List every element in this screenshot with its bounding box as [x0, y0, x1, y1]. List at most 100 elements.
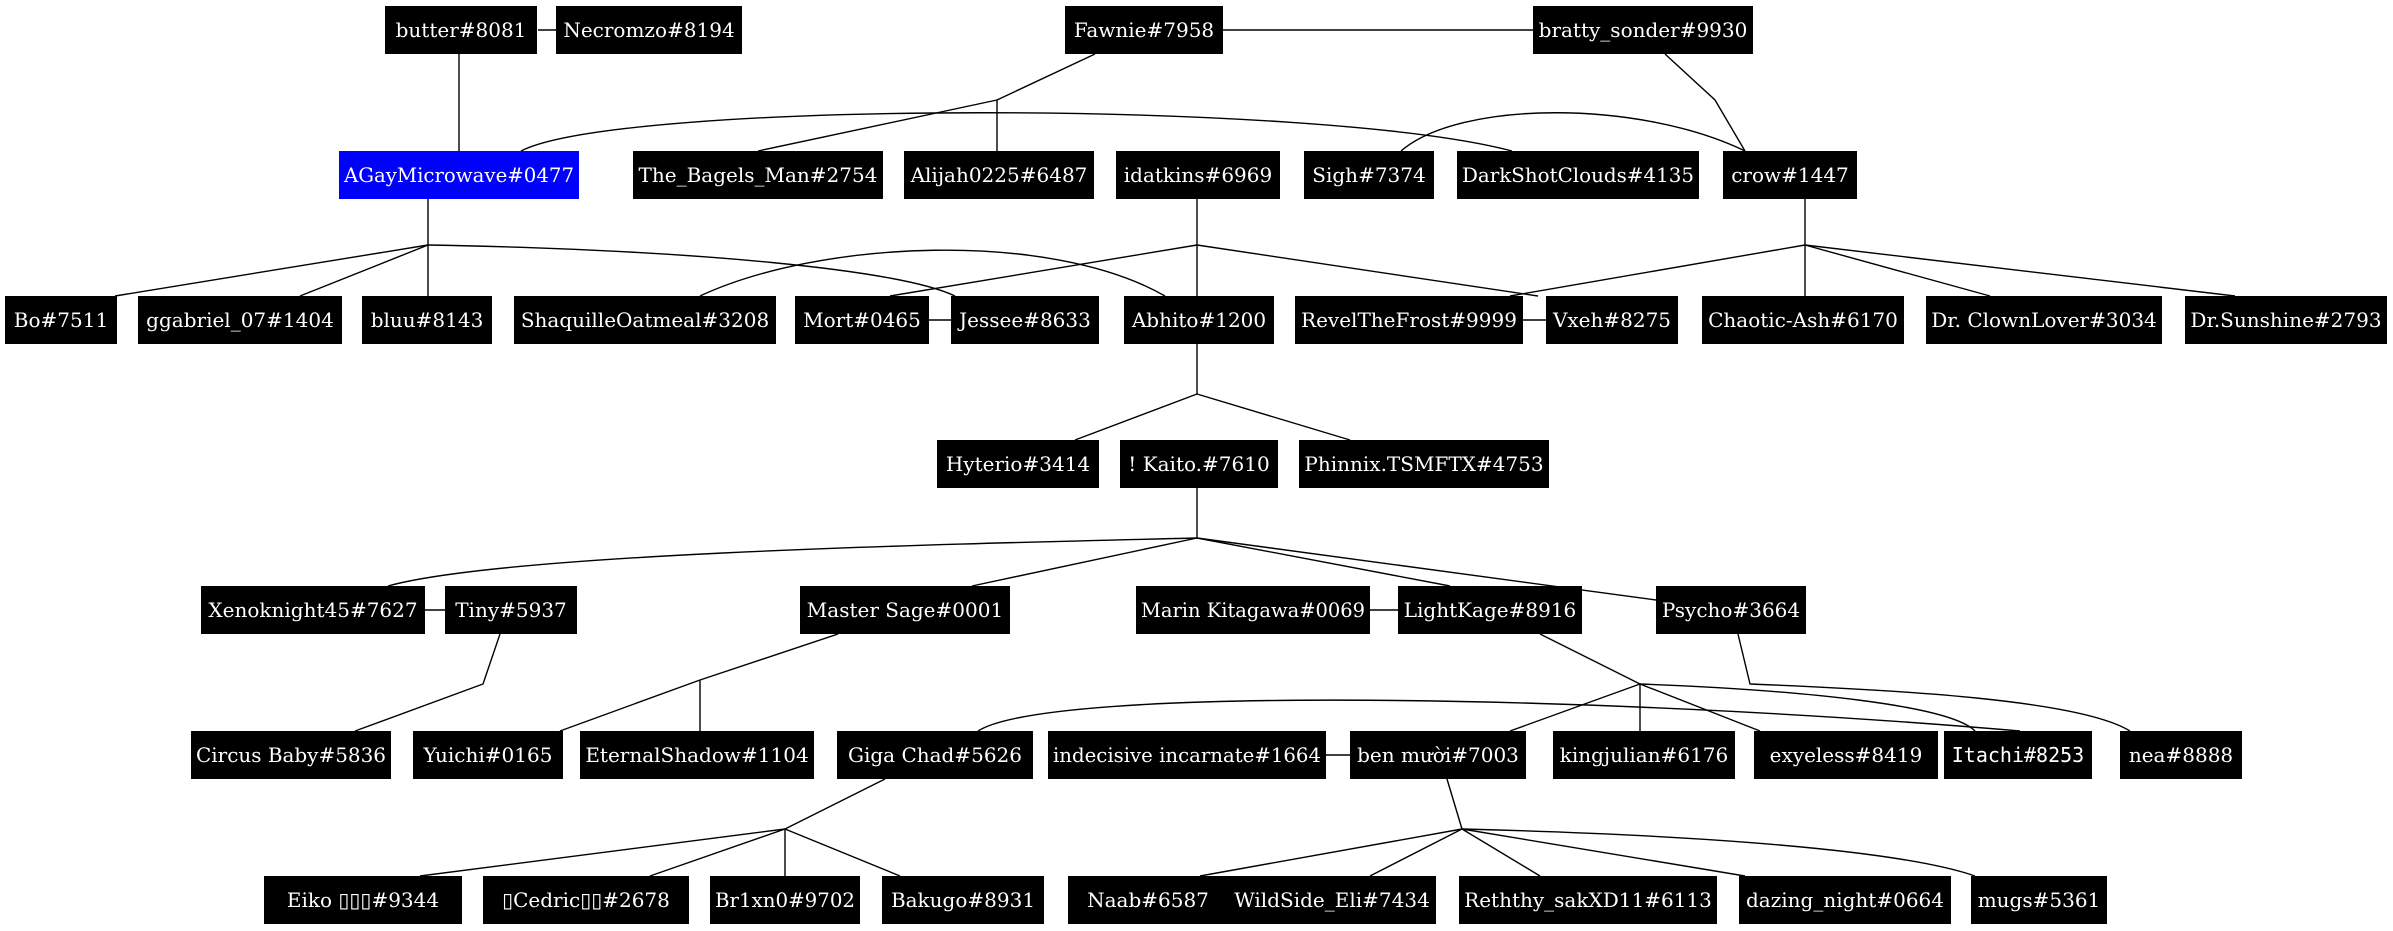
node-label: Fawnie#7958 — [1074, 18, 1214, 42]
graph-edge — [996, 53, 1096, 101]
node-label: Bakugo#8931 — [891, 888, 1035, 912]
graph-edge — [114, 244, 429, 297]
node-kaito: ! Kaito.#7610 — [1120, 440, 1278, 488]
node-label: Circus Baby#5836 — [196, 743, 386, 767]
node-label: Chaotic-Ash#6170 — [1708, 308, 1898, 332]
node-label: Yuichi#0165 — [423, 743, 553, 767]
node-br1xn0: Br1xn0#9702 — [710, 876, 860, 924]
node-label: nea#8888 — [2129, 743, 2233, 767]
node-crow: crow#1447 — [1723, 151, 1857, 199]
graph-edge — [649, 828, 786, 877]
node-label: ben mười#7003 — [1357, 743, 1519, 767]
node-bratty: bratty_sonder#9930 — [1533, 6, 1753, 54]
node-label: Xenoknight45#7627 — [208, 598, 417, 622]
node-label: Phinnix.TSMFTX#4753 — [1304, 452, 1543, 476]
node-box — [1739, 876, 1951, 924]
node-box — [191, 731, 391, 779]
graph-edge — [1804, 244, 2236, 297]
node-box — [1533, 6, 1753, 54]
node-eiko: Eiko ▯▯▯#9344 — [264, 876, 462, 924]
node-box — [904, 151, 1094, 199]
node-box — [339, 151, 579, 199]
node-tiny: Tiny#5937 — [445, 586, 577, 634]
graph-edge — [520, 112, 1513, 152]
node-rethhy: Reththy_sakXD11#6113 — [1459, 876, 1717, 924]
node-giga: Giga Chad#5626 — [837, 731, 1033, 779]
node-yuichi: Yuichi#0165 — [413, 731, 563, 779]
node-sunshine: Dr.Sunshine#2793 — [2185, 296, 2387, 344]
node-label: ShaquilleOatmeal#3208 — [521, 308, 769, 332]
node-box — [483, 876, 689, 924]
node-label: Sigh#7374 — [1312, 163, 1425, 187]
graph-edge — [1074, 393, 1198, 441]
node-shaquille: ShaquilleOatmeal#3208 — [514, 296, 776, 344]
node-label: kingjulian#6176 — [1560, 743, 1729, 767]
node-alijah: Alijah0225#6487 — [904, 151, 1094, 199]
node-benmuoi: ben mười#7003 — [1350, 731, 1526, 779]
node-box — [1971, 876, 2107, 924]
node-label: Naab#6587 — [1087, 888, 1209, 912]
node-box — [201, 586, 425, 634]
node-jessee: Jessee#8633 — [951, 296, 1099, 344]
node-box — [1124, 296, 1274, 344]
node-box — [580, 731, 814, 779]
graph-edge — [1196, 393, 1351, 441]
node-clown: Dr. ClownLover#3034 — [1926, 296, 2162, 344]
graph-edge — [757, 99, 998, 152]
node-box — [5, 296, 117, 344]
node-wildside: WildSide_Eli#7434 — [1228, 876, 1436, 924]
node-box — [1944, 731, 2092, 779]
node-circus: Circus Baby#5836 — [191, 731, 391, 779]
graph-edge — [977, 699, 2021, 732]
node-box — [2185, 296, 2387, 344]
node-eternal: EternalShadow#1104 — [580, 731, 814, 779]
node-lightkage: LightKage#8916 — [1398, 586, 1582, 634]
graph-edge — [1369, 828, 1463, 877]
graph-edge — [1199, 828, 1463, 877]
node-box — [1295, 296, 1523, 344]
node-sage: Master Sage#0001 — [800, 586, 1010, 634]
graph-edge — [1400, 112, 1746, 152]
node-box — [710, 876, 860, 924]
graph-edge — [1804, 244, 1991, 297]
node-label: RevelTheFrost#9999 — [1301, 308, 1517, 332]
node-abhito: Abhito#1200 — [1124, 296, 1274, 344]
node-label: ! Kaito.#7610 — [1128, 452, 1269, 476]
node-xeno: Xenoknight45#7627 — [201, 586, 425, 634]
graph-edge — [784, 778, 886, 830]
node-box — [1553, 731, 1735, 779]
node-dazing: dazing_night#0664 — [1739, 876, 1951, 924]
node-box — [445, 586, 577, 634]
graph-edge — [699, 249, 1166, 297]
node-box — [1459, 876, 1717, 924]
node-label: Alijah0225#6487 — [910, 163, 1088, 187]
node-mort: Mort#0465 — [795, 296, 929, 344]
node-box — [362, 296, 492, 344]
graph-edge — [427, 244, 956, 297]
node-box — [1702, 296, 1904, 344]
node-box — [1120, 440, 1278, 488]
node-ggabriel: ggabriel_07#1404 — [138, 296, 342, 344]
graph-edge — [1664, 53, 1746, 152]
node-label: mugs#5361 — [1978, 888, 2101, 912]
node-label: Marin Kitagawa#0069 — [1141, 598, 1365, 622]
node-box — [837, 731, 1033, 779]
graph-edge — [699, 633, 839, 681]
node-box — [514, 296, 776, 344]
graph-edge — [784, 828, 901, 877]
node-box — [556, 6, 742, 54]
node-box — [1304, 151, 1434, 199]
node-label: Abhito#1200 — [1131, 308, 1266, 332]
node-box — [413, 731, 563, 779]
graph-edge — [1446, 778, 1463, 830]
node-label: Giga Chad#5626 — [848, 743, 1022, 767]
node-butter: butter#8081 — [385, 6, 537, 54]
node-label: Bo#7511 — [14, 308, 108, 332]
node-box — [1116, 151, 1280, 199]
node-label: Psycho#3664 — [1662, 598, 1800, 622]
graph-edge — [387, 537, 1198, 587]
node-box — [951, 296, 1099, 344]
node-label: Tiny#5937 — [455, 598, 567, 622]
node-kingjulian: kingjulian#6176 — [1553, 731, 1735, 779]
node-label: EternalShadow#1104 — [585, 743, 808, 767]
